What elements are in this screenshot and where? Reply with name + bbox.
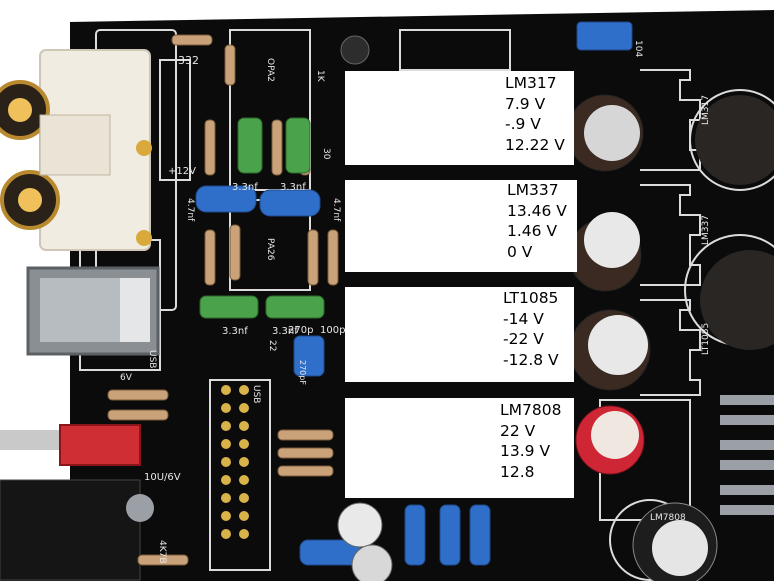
lm337-title: LM337 <box>507 181 559 199</box>
silk-332: 332 <box>178 54 199 67</box>
silk-lm7808: LM7808 <box>650 513 686 523</box>
reg2-outline <box>640 184 701 286</box>
lm317-title: LM317 <box>505 74 557 92</box>
lt1085-title: LT1085 <box>503 289 559 307</box>
lt1085-reading-1: -14 V <box>503 309 544 328</box>
silk-cap-a: 3.3nf <box>232 182 258 193</box>
lm317-reading-box: LM317 7.9 V -.9 V 12.22 V <box>345 71 574 165</box>
silk-104: 104 <box>633 40 643 57</box>
silk-cap-c: 3.3nf <box>222 326 248 337</box>
silk-opa: OPA2 <box>265 58 275 82</box>
silk-10v: 10U/6V <box>144 472 181 483</box>
rca-jack-block <box>0 49 152 251</box>
blue-caps <box>195 21 633 566</box>
lm337-reading-1: 13.46 V <box>507 201 567 220</box>
silk-usb-b: USB <box>251 385 261 403</box>
silk-4k7: 4K7B <box>157 540 167 564</box>
silk-cap-b: 3.3nf <box>280 182 306 193</box>
lm317-reading-3: 12.22 V <box>505 135 565 154</box>
pin-header <box>221 385 249 539</box>
silk-lm317: LM317 <box>701 95 711 125</box>
lm7808-reading-box: LM7808 22 V 13.9 V 12.8 <box>345 398 574 498</box>
power-switch <box>0 424 154 581</box>
green-caps <box>199 117 325 319</box>
silk-pa26: PA26 <box>265 238 275 261</box>
silk-lt1085: LT1085 <box>701 323 711 355</box>
silk-c47-b: 4.7nf <box>331 198 341 222</box>
lm317-reading-1: 7.9 V <box>505 94 546 113</box>
silk-30: 30 <box>321 148 331 160</box>
silk-22: 22 <box>267 340 277 351</box>
lm7808-reading-3: 12.8 <box>500 462 535 481</box>
lm337-reading-3: 0 V <box>507 242 533 261</box>
lt1085-reading-2: -22 V <box>503 330 544 348</box>
lm7808-reading-2: 13.9 V <box>500 442 551 460</box>
silk-c100: 100p <box>320 325 345 336</box>
lm337-reading-2: 1.46 V <box>507 222 558 240</box>
big-cap-outline-2 <box>689 89 774 191</box>
lm7808-reading-1: 22 V <box>500 421 536 440</box>
silk-c47-a: 4.7nf <box>185 198 195 222</box>
lm337-reading-box: LM337 13.46 V 1.46 V 0 V <box>345 180 577 272</box>
header-outline <box>159 59 191 181</box>
resistors <box>107 34 339 566</box>
silk-c270: 270p <box>288 325 313 336</box>
usb-outline <box>209 379 271 571</box>
silk-lm337: LM337 <box>701 215 711 245</box>
usb-port <box>26 266 160 356</box>
electrolytic-caps <box>337 35 774 581</box>
silk-cap-d: 3.3nf <box>272 326 298 337</box>
lt1085-reading-3: -12.8 V <box>503 350 559 369</box>
silk-usb-a: USB <box>147 350 157 368</box>
lm317-reading-2: -.9 V <box>505 115 541 133</box>
top-ic-outline <box>399 29 511 71</box>
silk-1k: 1K <box>315 70 325 83</box>
silk-12v: +12V <box>168 166 196 177</box>
terminal-pins <box>720 395 774 515</box>
silk-6v: 6V <box>120 373 133 383</box>
silk-cap-text: 270pF <box>298 360 307 385</box>
lm7808-title: LM7808 <box>500 401 562 419</box>
reg3-outline <box>640 299 701 396</box>
lt1085-reading-box: LT1085 -14 V -22 V -12.8 V <box>345 287 574 382</box>
